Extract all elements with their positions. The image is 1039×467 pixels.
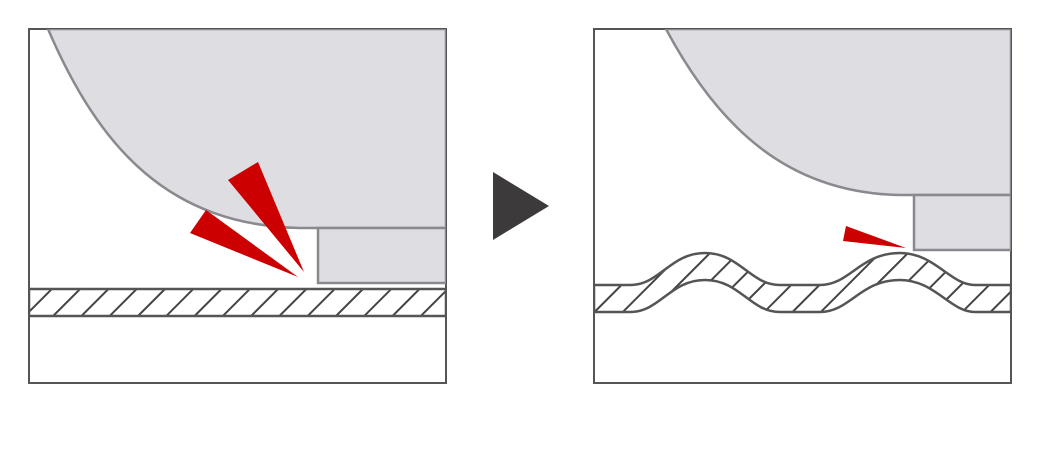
play-arrow-icon [493, 172, 549, 240]
flat-sheet [29, 287, 446, 318]
pressing-body [46, 29, 446, 230]
wavy-sheet [594, 251, 1011, 314]
panel-after [593, 28, 1012, 384]
body-step [316, 226, 446, 285]
pressing-body [664, 29, 1011, 197]
panel-before [28, 28, 447, 384]
alert-wedge-icon [228, 162, 304, 272]
alert-wedge-icon [190, 210, 298, 277]
alert-wedge-icon [843, 226, 906, 248]
body-step [912, 193, 1011, 252]
